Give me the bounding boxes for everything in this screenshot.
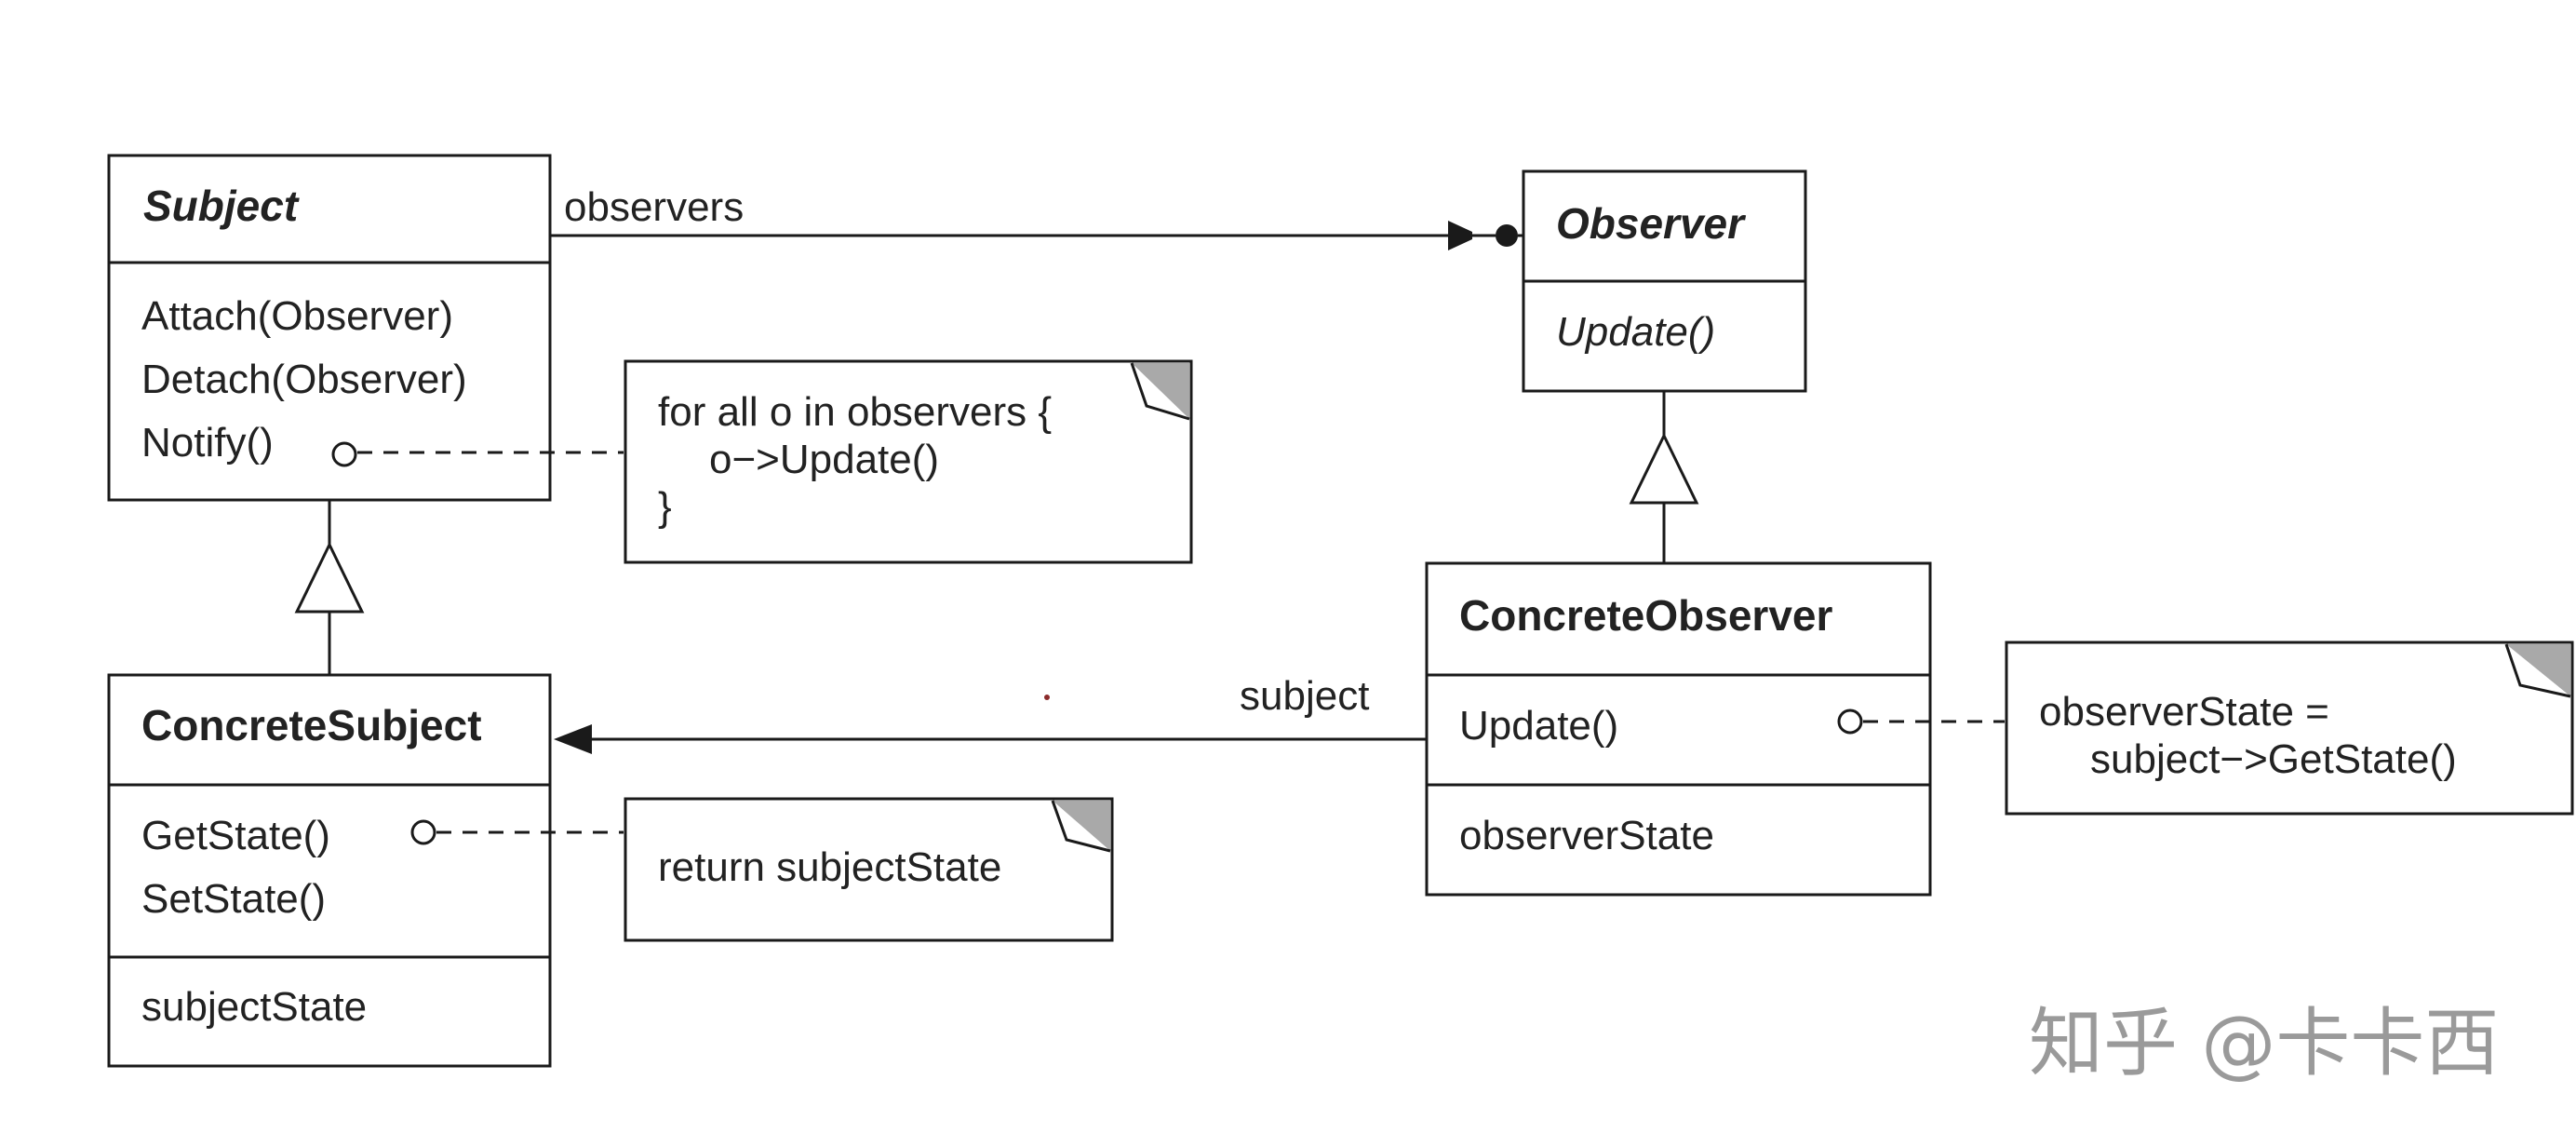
arrowhead-icon (554, 724, 592, 754)
attr-subject-state: subjectState (141, 984, 367, 1030)
op-attach: Attach(Observer) (141, 293, 453, 339)
inheritance-subject (294, 500, 365, 675)
class-subject: Subject Attach(Observer) Detach(Observer… (107, 154, 552, 502)
note-update-line-1: observerState = (2039, 689, 2329, 735)
arrowhead-icon (1448, 221, 1472, 250)
op-notify: Notify() (141, 420, 274, 466)
class-concrete-subject: ConcreteSubject GetState() SetState() su… (107, 673, 552, 1068)
class-concrete-observer-name: ConcreteObserver (1459, 591, 1832, 640)
association-observers-label: observers (564, 184, 744, 230)
class-concrete-subject-box (107, 673, 552, 1068)
note-anchor-circle-icon (1837, 708, 1863, 735)
note-update-box (2005, 641, 2574, 816)
class-observer-name: Observer (1556, 199, 1746, 248)
note-get-state-box (624, 797, 1114, 942)
note-update: observerState = subject−>GetState() (1837, 641, 2574, 816)
note-dogear-fold-icon (1051, 800, 1111, 853)
op-update-concrete: Update() (1459, 703, 1618, 749)
note-get-state: return subjectState (410, 797, 1114, 942)
class-observer: Observer Update() (1522, 169, 1807, 393)
inheritance-observer (1629, 391, 1699, 563)
op-set-state: SetState() (141, 876, 326, 922)
inheritance-triangle-icon (1629, 432, 1699, 505)
op-get-state: GetState() (141, 813, 330, 858)
multiplicity-many-dot-icon (1496, 224, 1518, 247)
note-notify-line-1: for all o in observers { (658, 389, 1052, 435)
op-detach: Detach(Observer) (141, 357, 467, 402)
note-dogear-fold-icon (2504, 643, 2571, 698)
note-anchor-circle-icon (331, 441, 357, 467)
association-observers: observers (550, 184, 1523, 250)
note-update-line-2: subject−>GetState() (2090, 736, 2457, 782)
note-anchor-circle-icon (410, 819, 436, 845)
note-dogear-fold-icon (1130, 362, 1190, 421)
class-subject-box (107, 154, 552, 502)
note-notify-line-2: o−>Update() (709, 437, 939, 482)
association-subject: subject (554, 673, 1427, 754)
note-notify-box (624, 359, 1193, 564)
attr-observer-state: observerState (1459, 813, 1714, 858)
association-subject-label: subject (1240, 673, 1369, 719)
note-get-state-line-1: return subjectState (658, 844, 1001, 890)
op-update-abstract: Update() (1556, 309, 1715, 355)
stray-dot (1044, 695, 1050, 700)
note-notify: for all o in observers { o−>Update() } (331, 359, 1193, 564)
class-concrete-subject-name: ConcreteSubject (141, 701, 482, 749)
inheritance-triangle-icon (294, 541, 365, 614)
class-subject-name: Subject (143, 182, 300, 230)
watermark: 知乎 @卡卡西 (2029, 1000, 2499, 1086)
note-notify-line-3: } (658, 484, 672, 530)
